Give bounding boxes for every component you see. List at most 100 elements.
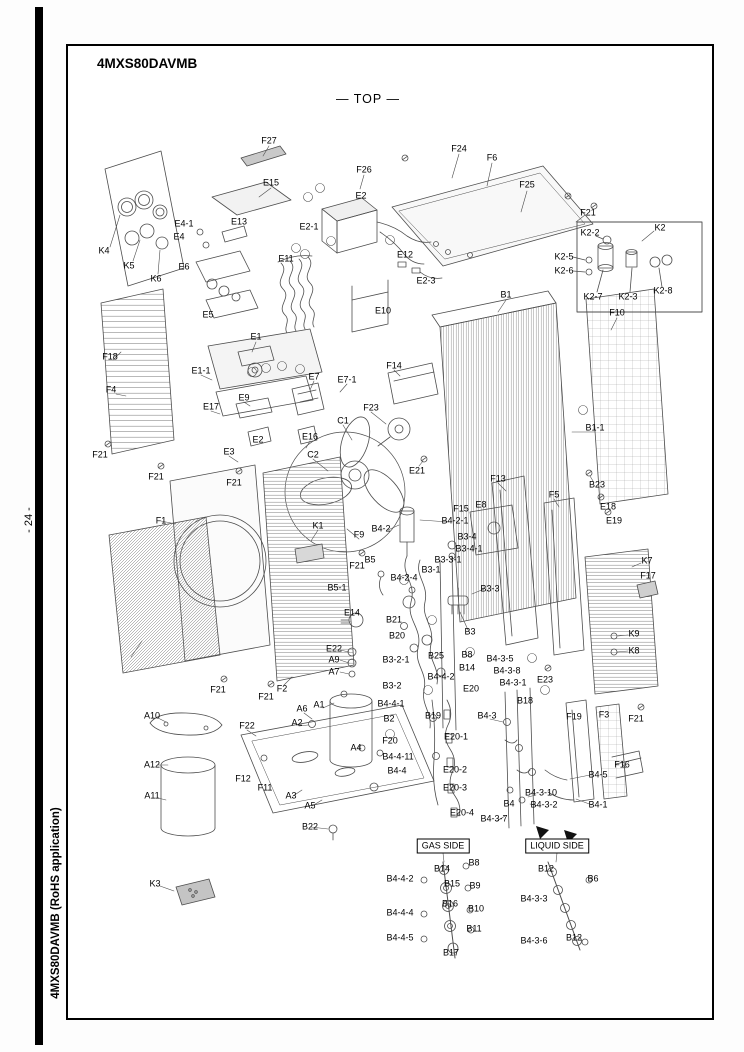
part-label-f5: F5 xyxy=(548,489,560,500)
part-label-b1-1: B1-1 xyxy=(585,422,605,433)
part-label-a3: A3 xyxy=(285,790,297,801)
part-label-e12: E12 xyxy=(396,249,414,260)
part-label-k2: K2 xyxy=(654,222,666,233)
part-label-b3-2: B3-2 xyxy=(382,680,402,691)
part-label-f22: F22 xyxy=(239,720,255,731)
part-label-k3: K3 xyxy=(149,878,161,889)
part-label-a4: A4 xyxy=(350,742,362,753)
part-label-b3-1: B3-1 xyxy=(421,564,441,575)
compressor xyxy=(308,690,384,768)
part-label-a11: A11 xyxy=(144,790,160,801)
part-label-f21: F21 xyxy=(148,471,164,482)
part-label-k2-6: K2-6 xyxy=(554,265,574,276)
capacitor-box xyxy=(104,150,185,287)
part-label-k8: K8 xyxy=(628,645,640,656)
part-label-a10: A10 xyxy=(143,710,161,721)
part-label-b10: B10 xyxy=(467,903,485,914)
part-label-k4: K4 xyxy=(98,245,110,256)
part-label-gas-side: GAS SIDE xyxy=(416,838,470,854)
part-label-b3-2-1: B3-2-1 xyxy=(382,654,410,665)
part-label-e13: E13 xyxy=(230,216,248,227)
part-label-b5: B5 xyxy=(364,554,376,565)
part-label-e4-1: E4-1 xyxy=(174,218,194,229)
part-label-f21: F21 xyxy=(580,207,596,218)
part-label-a5: A5 xyxy=(304,800,316,811)
part-label-b4-3-6: B4-3-6 xyxy=(520,935,548,946)
part-label-e15: E15 xyxy=(262,177,280,188)
part-label-c1: C1 xyxy=(337,415,349,426)
part-label-b4: B4 xyxy=(503,798,515,809)
part-label-b5-1: B5-1 xyxy=(327,582,347,593)
part-label-e4: E4 xyxy=(173,231,185,242)
part-label-f24: F24 xyxy=(451,143,467,154)
part-label-b4-2-4: B4-2-4 xyxy=(390,572,418,583)
part-label-e2: E2 xyxy=(252,434,264,445)
part-label-b14: B14 xyxy=(458,662,476,673)
part-label-e20-4: E20-4 xyxy=(449,807,475,818)
part-label-e20-2: E20-2 xyxy=(442,764,468,775)
assembly-markers xyxy=(247,183,588,739)
binding-edge-bar xyxy=(35,7,43,1045)
part-label-e9: E9 xyxy=(238,392,250,403)
center-piping xyxy=(340,504,519,731)
part-label-b3-3: B3-3 xyxy=(480,583,500,594)
part-label-f9: F9 xyxy=(353,529,365,540)
part-label-e2: E2 xyxy=(355,190,367,201)
part-label-k7: K7 xyxy=(641,555,653,566)
part-label-e7-1: E7-1 xyxy=(337,374,357,385)
part-label-f21: F21 xyxy=(349,560,365,571)
side-model-label: 4MXS80DAVMB (RoHS application) xyxy=(50,807,62,999)
part-label-b25: B25 xyxy=(427,650,445,661)
part-label-e16: E16 xyxy=(301,431,319,442)
part-label-k2-2: K2-2 xyxy=(580,227,600,238)
part-label-b9: B9 xyxy=(469,880,481,891)
part-label-b8: B8 xyxy=(468,857,480,868)
part-label-f19: F19 xyxy=(566,711,582,722)
coil-tubes xyxy=(277,255,389,334)
part-label-b11: B11 xyxy=(466,923,482,934)
liquid-side-assembly xyxy=(547,861,593,951)
part-label-b4-3-7: B4-3-7 xyxy=(480,813,508,824)
part-label-b6: B6 xyxy=(587,873,599,884)
part-label-e3: E3 xyxy=(223,446,235,457)
part-label-b4-3-1: B4-3-1 xyxy=(499,677,527,688)
part-label-b3-4: B3-4 xyxy=(457,531,477,542)
part-label-a12: A12 xyxy=(143,759,161,770)
part-label-a1: A1 xyxy=(313,699,325,710)
leader-lines xyxy=(109,145,655,892)
part-label-f12: F12 xyxy=(235,773,251,784)
part-label-b4-4-2: B4-4-2 xyxy=(427,671,455,682)
part-label-f16: F16 xyxy=(614,759,630,770)
model-title: 4MXS80DAVMB xyxy=(97,56,198,71)
part-label-e1: E1 xyxy=(250,331,262,342)
part-label-a9: A9 xyxy=(328,654,340,665)
part-label-b12: B12 xyxy=(565,932,583,943)
part-label-e23: E23 xyxy=(536,674,554,685)
part-label-e7: E7 xyxy=(308,371,320,382)
part-label-e1-1: E1-1 xyxy=(191,365,211,376)
part-label-k2-5: K2-5 xyxy=(554,251,574,262)
part-label-b4-4-4: B4-4-4 xyxy=(386,907,414,918)
drain-plug-part xyxy=(175,878,216,906)
part-label-b20: B20 xyxy=(388,630,406,641)
gas-side-assembly xyxy=(420,861,475,959)
part-label-e20-1: E20-1 xyxy=(443,731,469,742)
part-label-f27: F27 xyxy=(261,135,277,146)
control-pcb-assembly xyxy=(207,328,439,447)
part-label-a6: A6 xyxy=(296,703,308,714)
part-label-b18: B18 xyxy=(516,695,534,706)
part-label-e10: E10 xyxy=(374,305,392,316)
part-label-b4-4-11: B4-4-11 xyxy=(382,751,414,762)
part-label-b1: B1 xyxy=(500,289,512,300)
valve-kit-box xyxy=(572,221,703,313)
part-label-k2-7: K2-7 xyxy=(583,291,603,302)
part-label-a7: A7 xyxy=(328,666,340,677)
part-label-b4-4: B4-4 xyxy=(387,765,407,776)
part-label-b4-2-1: B4-2-1 xyxy=(441,515,469,526)
part-label-f21: F21 xyxy=(210,684,226,695)
part-label-b4-5: B4-5 xyxy=(588,769,608,780)
part-label-f10: F10 xyxy=(609,307,625,318)
